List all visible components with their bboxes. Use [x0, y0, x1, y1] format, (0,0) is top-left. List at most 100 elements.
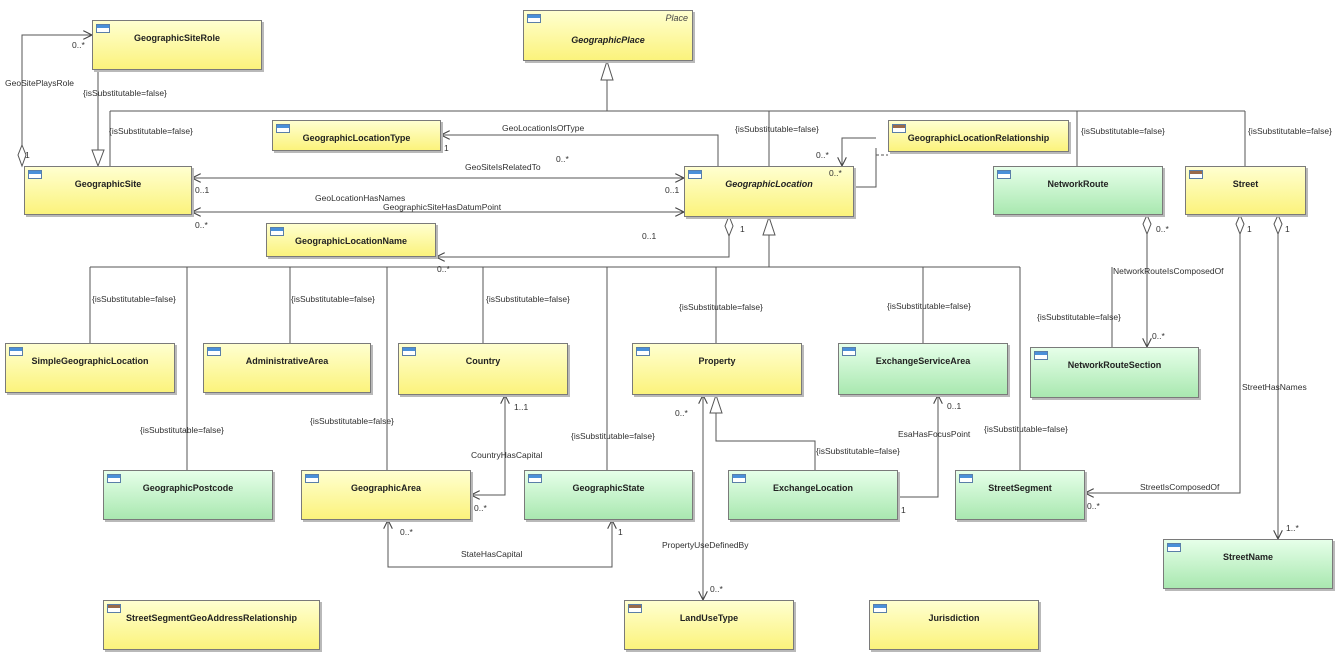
assoc-geo-site-is-related-to: GeoSiteIsRelatedTo — [465, 162, 541, 172]
street-is-composed-of-line — [1085, 234, 1241, 493]
multiplicity: 1..* — [1286, 523, 1299, 533]
multiplicity: 1 — [901, 505, 906, 515]
class-administrative-area[interactable]: AdministrativeArea — [203, 343, 371, 393]
generalization-location-sub-arrow — [762, 215, 776, 236]
class-name: GeographicLocationName — [294, 236, 408, 246]
state-has-capital-line — [388, 520, 612, 568]
assoc-network-route-is-composed-of: NetworkRouteIsComposedOf — [1113, 266, 1224, 276]
class-street-segment[interactable]: StreetSegment — [955, 470, 1085, 520]
assoc-geo-location-has-names: GeoLocationHasNames — [315, 193, 406, 203]
class-name: GeographicSiteRole — [133, 33, 221, 43]
class-geographic-area[interactable]: GeographicArea — [301, 470, 471, 520]
geo-location-has-names-line — [436, 236, 730, 257]
assoc-street-is-composed-of: StreetIsComposedOf — [1140, 482, 1220, 492]
class-simple-geographic-location[interactable]: SimpleGeographicLocation — [5, 343, 175, 393]
class-name: Property — [698, 356, 736, 366]
esa-has-focus-point-line — [898, 395, 938, 498]
constraint-label: {isSubstitutable=false} — [1037, 312, 1121, 322]
multiplicity: 0..* — [1087, 501, 1100, 511]
class-geographic-site[interactable]: GeographicSite — [24, 166, 192, 215]
class-network-route-section[interactable]: NetworkRouteSection — [1030, 347, 1199, 398]
assoc-site-has-datum-point: GeographicSiteHasDatumPoint — [383, 202, 502, 212]
class-geographic-location-type[interactable]: GeographicLocationType — [272, 120, 441, 151]
class-icon — [636, 347, 650, 356]
multiplicity: 0..* — [675, 408, 688, 418]
class-name: GeographicSite — [74, 179, 142, 189]
multiplicity: 0..1 — [642, 231, 657, 241]
class-exchange-location[interactable]: ExchangeLocation — [728, 470, 898, 520]
multiplicity: 1 — [1247, 224, 1252, 234]
class-name: ExchangeServiceArea — [875, 356, 971, 366]
class-geographic-site-role[interactable]: GeographicSiteRole — [92, 20, 262, 70]
multiplicity: 0..* — [1152, 331, 1165, 341]
class-name: Street — [1232, 179, 1259, 189]
class-jurisdiction[interactable]: Jurisdiction — [869, 600, 1039, 650]
constraint-label: {isSubstitutable=false} — [679, 302, 763, 312]
multiplicity: 0..* — [195, 220, 208, 230]
class-name: GeographicLocation — [725, 179, 813, 189]
class-icon — [528, 474, 542, 483]
class-network-route[interactable]: NetworkRoute — [993, 166, 1163, 215]
location-relationship-loop — [854, 148, 877, 188]
class-icon — [107, 474, 121, 483]
assoc-geo-location-is-of-type: GeoLocationIsOfType — [502, 123, 585, 133]
class-icon — [959, 474, 973, 483]
multiplicity: 1 — [25, 150, 30, 160]
multiplicity: 0..1 — [195, 185, 210, 195]
country-has-capital-line — [471, 395, 505, 495]
class-geographic-state[interactable]: GeographicState — [524, 470, 693, 520]
multiplicity: 0..* — [72, 40, 85, 50]
class-country[interactable]: Country — [398, 343, 568, 395]
multiplicity: 1..1 — [514, 402, 529, 412]
class-name: StreetSegmentGeoAddressRelationship — [125, 613, 298, 623]
class-icon — [270, 227, 284, 236]
constraint-label: {isSubstitutable=false} — [571, 431, 655, 441]
constraint-label: {isSubstitutable=false} — [486, 294, 570, 304]
class-icon — [1189, 170, 1203, 179]
assoc-state-has-capital: StateHasCapital — [461, 549, 523, 559]
class-street-name[interactable]: StreetName — [1163, 539, 1333, 589]
class-geographic-location-relationship[interactable]: GeographicLocationRelationship — [888, 120, 1069, 152]
class-name: GeographicLocationType — [302, 133, 411, 143]
class-icon — [207, 347, 221, 356]
network-route-composed-diamond — [1142, 213, 1152, 236]
class-icon — [688, 170, 702, 179]
geo-site-plays-role-diamond — [17, 143, 27, 168]
class-icon — [873, 604, 887, 613]
multiplicity: 0..1 — [947, 401, 962, 411]
class-land-use-type[interactable]: LandUseType — [624, 600, 794, 650]
multiplicity: 0..* — [400, 527, 413, 537]
class-street[interactable]: Street — [1185, 166, 1306, 215]
class-icon — [997, 170, 1011, 179]
street-composed-diamond — [1235, 213, 1245, 236]
class-name: ExchangeLocation — [772, 483, 853, 493]
multiplicity: 0..* — [710, 584, 723, 594]
multiplicity: 1 — [618, 527, 623, 537]
multiplicity: 1 — [740, 224, 745, 234]
constraint-label: {isSubstitutable=false} — [140, 425, 224, 435]
multiplicity: 0..* — [556, 154, 569, 164]
class-geographic-location-name[interactable]: GeographicLocationName — [266, 223, 436, 257]
class-property[interactable]: Property — [632, 343, 802, 395]
constraint-label: {isSubstitutable=false} — [984, 424, 1068, 434]
class-geographic-place[interactable]: Place GeographicPlace — [523, 10, 693, 61]
class-icon — [732, 474, 746, 483]
class-icon — [305, 474, 319, 483]
site-role-arrow — [91, 149, 105, 168]
constraint-label: {isSubstitutable=false} — [83, 88, 167, 98]
constraint-label: {isSubstitutable=false} — [109, 126, 193, 136]
class-icon — [96, 24, 110, 33]
class-icon — [892, 124, 906, 133]
class-name: Country — [465, 356, 501, 366]
constraint-label: {isSubstitutable=false} — [310, 416, 394, 426]
multiplicity: 0..* — [437, 264, 450, 274]
property-generalization-line — [715, 413, 816, 470]
multiplicity: 0..* — [829, 168, 842, 178]
class-name: Jurisdiction — [928, 613, 980, 623]
class-street-segment-geo-address-relationship[interactable]: StreetSegmentGeoAddressRelationship — [103, 600, 320, 650]
class-geographic-postcode[interactable]: GeographicPostcode — [103, 470, 273, 520]
class-exchange-service-area[interactable]: ExchangeServiceArea — [838, 343, 1008, 395]
class-geographic-location[interactable]: GeographicLocation — [684, 166, 854, 217]
class-name: GeographicPlace — [571, 35, 645, 45]
